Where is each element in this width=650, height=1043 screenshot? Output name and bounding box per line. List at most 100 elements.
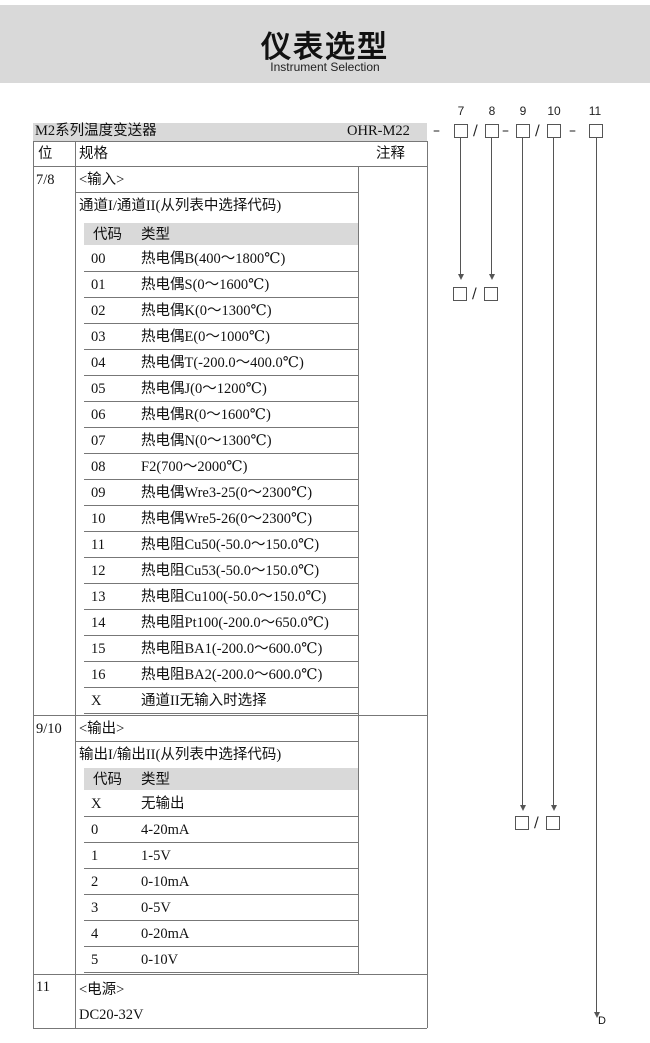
output-row-divider: [84, 894, 358, 895]
input-code-header: 代码: [93, 227, 122, 243]
output-row-divider: [84, 868, 358, 869]
input-row-code: 09: [91, 485, 106, 501]
position-label-7: 7: [457, 104, 465, 118]
table-top-border: [33, 141, 427, 142]
input-result-slash: /: [472, 286, 477, 302]
code-box-10: [547, 124, 561, 138]
input-row-code: 10: [91, 511, 106, 527]
input-row-divider: [84, 609, 358, 610]
table-bottom-border: [33, 1028, 427, 1029]
input-row-code: 04: [91, 355, 106, 371]
input-row-code: 03: [91, 329, 106, 345]
output-title: <输出>: [79, 721, 125, 737]
table-col-divider-1: [75, 141, 76, 1028]
input-row-type: 热电阻Cu53(-50.0～150.0℃): [141, 563, 320, 579]
input-row-divider: [84, 349, 358, 350]
output-row-code: 3: [91, 900, 99, 916]
output-row-type: 0-20mA: [141, 926, 190, 942]
input-row-divider: [84, 713, 358, 714]
input-row-code: X: [91, 693, 102, 709]
output-row-code: 2: [91, 874, 99, 890]
position-label-10: 10: [547, 104, 561, 118]
input-row-divider: [84, 661, 358, 662]
input-row-code: 12: [91, 563, 106, 579]
input-row-type: 热电偶S(0～1600℃): [141, 277, 270, 293]
input-row-code: 14: [91, 615, 106, 631]
table-right-border: [427, 141, 428, 1028]
input-row-type: 热电偶J(0～1200℃): [141, 381, 267, 397]
input-subheader-shade: [84, 223, 358, 245]
input-row-type: 热电阻BA1(-200.0～600.0℃): [141, 641, 323, 657]
model-series: M2系列温度变送器: [35, 123, 157, 139]
output-row-divider: [84, 972, 358, 973]
output-title-divider: [75, 741, 358, 742]
input-row-type: 热电阻Cu50(-50.0～150.0℃): [141, 537, 320, 553]
input-row-code: 05: [91, 381, 106, 397]
power-value: DC20-32V: [79, 1007, 144, 1023]
page-subtitle: Instrument Selection: [270, 60, 380, 74]
input-row-code: 13: [91, 589, 106, 605]
input-row-divider: [84, 531, 358, 532]
input-row-divider: [84, 687, 358, 688]
input-row-divider: [84, 635, 358, 636]
output-row-divider: [84, 920, 358, 921]
input-row-divider: [84, 583, 358, 584]
input-row-divider: [84, 453, 358, 454]
input-row-divider: [84, 479, 358, 480]
input-row-code: 15: [91, 641, 106, 657]
input-row-type: 热电偶K(0～1300℃): [141, 303, 272, 319]
output-row-type: 0-10mA: [141, 874, 190, 890]
code-dash: –: [502, 123, 509, 139]
section-divider-output: [33, 715, 427, 716]
input-row-divider: [84, 401, 358, 402]
input-row-code: 11: [91, 537, 105, 553]
table-col-divider-inner: [358, 166, 359, 974]
leader-line-8: [491, 138, 492, 275]
output-row-code: 1: [91, 848, 99, 864]
input-row-type: 热电阻BA2(-200.0～600.0℃): [141, 667, 323, 683]
code-slash: /: [535, 123, 540, 139]
leader-line-10: [553, 138, 554, 806]
arrow-7: [458, 274, 464, 280]
input-row-divider: [84, 271, 358, 272]
output-row-code: X: [91, 796, 102, 812]
input-row-code: 02: [91, 303, 106, 319]
output-row-code: 0: [91, 822, 99, 838]
output-row-type: 1-5V: [141, 848, 171, 864]
input-row-divider: [84, 375, 358, 376]
input-row-code: 00: [91, 251, 106, 267]
output-row-divider: [84, 946, 358, 947]
model-code: OHR-M22: [347, 123, 410, 139]
output-row-type: 4-20mA: [141, 822, 190, 838]
input-row-divider: [84, 297, 358, 298]
input-title-divider: [75, 192, 358, 193]
input-description: 通道I/通道II(从列表中选择代码): [79, 198, 282, 214]
input-title: <输入>: [79, 172, 125, 188]
output-row-divider: [84, 816, 358, 817]
output-position: 9/10: [36, 721, 62, 737]
input-row-code: 07: [91, 433, 106, 449]
code-box-8: [485, 124, 499, 138]
section-divider-power: [33, 974, 427, 975]
arrow-9: [520, 805, 526, 811]
input-row-type: 热电偶B(400～1800℃): [141, 251, 286, 267]
column-header-note: 注释: [376, 146, 405, 162]
code-box-7: [454, 124, 468, 138]
input-row-code: 01: [91, 277, 106, 293]
output-result-box-10: [546, 816, 560, 830]
output-row-code: 5: [91, 952, 99, 968]
end-code: D: [598, 1015, 606, 1027]
input-row-divider: [84, 323, 358, 324]
input-type-header: 类型: [141, 227, 170, 243]
output-row-code: 4: [91, 926, 99, 942]
input-result-box-8: [484, 287, 498, 301]
output-type-header: 类型: [141, 772, 170, 788]
leader-line-7: [460, 138, 461, 275]
input-row-type: 热电阻Cu100(-50.0～150.0℃): [141, 589, 327, 605]
input-row-type: F2(700～2000℃): [141, 459, 248, 475]
table-left-border: [33, 141, 34, 1028]
output-row-type: 0-10V: [141, 952, 179, 968]
page-title: 仪表选型: [261, 30, 389, 65]
input-row-code: 16: [91, 667, 106, 683]
header-banner: 仪表选型 Instrument Selection: [0, 5, 650, 83]
